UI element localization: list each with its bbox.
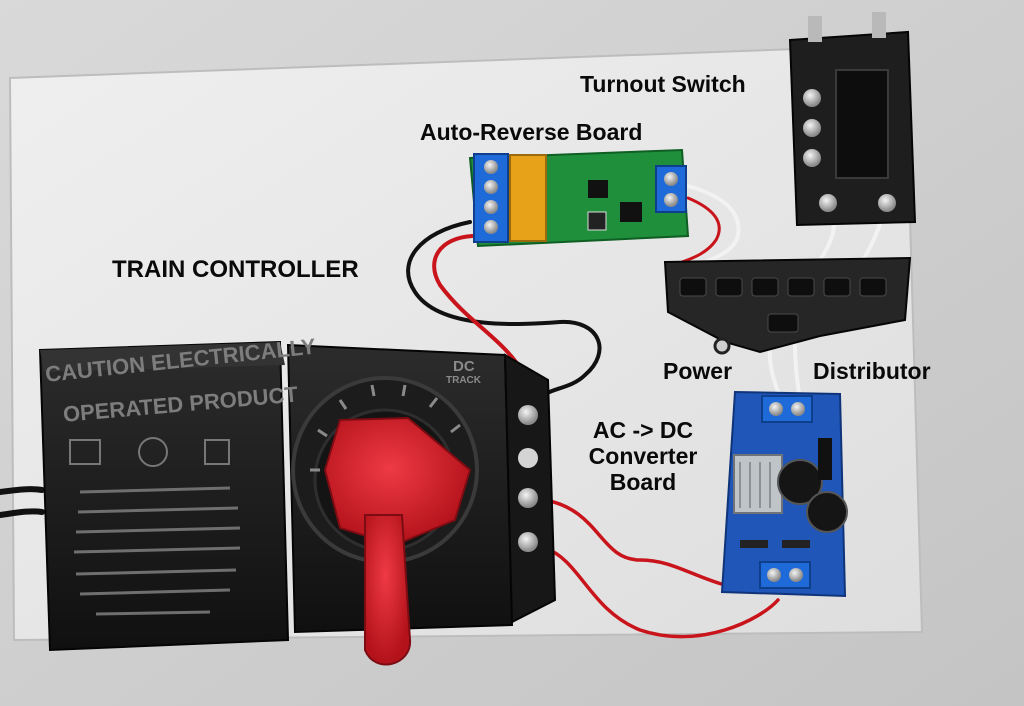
terminal-screw-2 — [518, 448, 538, 468]
autorev-relay — [509, 154, 547, 242]
acdc-pin-header — [818, 438, 832, 480]
acdc-heatsink-fins — [739, 462, 771, 508]
power-distributor — [663, 256, 912, 355]
wire-red-autorev-out — [680, 196, 721, 264]
acdc-terminal-screw-4 — [789, 568, 803, 582]
terminal-screw-1 — [518, 405, 538, 425]
controller-print-dc: DC — [453, 358, 475, 375]
acdc-terminal-screw-3 — [767, 568, 781, 582]
turnout-screw-3 — [803, 149, 821, 167]
autorev-terminal-screw-2 — [484, 180, 498, 194]
autorev-terminal-screw-3 — [484, 200, 498, 214]
throttle-knob — [323, 416, 472, 547]
acdc-terminal-screw-2 — [791, 402, 805, 416]
turnout-screw-2 — [803, 119, 821, 137]
autorev-pushbutton — [587, 211, 607, 231]
distributor-socket-2 — [715, 277, 743, 297]
controller-print-track: TRACK — [446, 375, 481, 386]
distributor-mount-hole — [713, 337, 731, 355]
train-controller — [38, 340, 557, 666]
acdc-converter-board — [720, 390, 848, 598]
autorev-regulator — [620, 202, 642, 222]
throttle-dial-ticks — [310, 384, 461, 472]
turnout-switch — [788, 12, 917, 227]
acdc-diode-1 — [740, 540, 768, 548]
autorev-terminal-screw-6 — [664, 193, 678, 207]
turnout-screw-1 — [803, 89, 821, 107]
controller-marking-csa — [138, 437, 168, 467]
power-cord — [0, 486, 45, 518]
turnout-screw-5 — [878, 194, 896, 212]
acdc-label-line-1: AC -> DC — [592, 417, 694, 443]
auto-reverse-board — [468, 148, 690, 248]
turnout-switch-tab-left — [808, 16, 822, 42]
turnout-switch-slider — [835, 69, 889, 179]
turnout-switch-label: Turnout Switch — [580, 71, 746, 97]
distributor-socket-6 — [859, 277, 887, 297]
turnout-screw-4 — [819, 194, 837, 212]
autorev-terminal-screw-4 — [484, 220, 498, 234]
power-label: Power — [663, 358, 733, 384]
acdc-heatsink — [733, 454, 783, 514]
controller-fine-print — [73, 486, 241, 616]
autorev-terminal-screw-5 — [664, 172, 678, 186]
autorev-chip — [588, 180, 608, 198]
wire-red-bottom-2 — [543, 546, 780, 639]
autorev-terminal-screw-1 — [484, 160, 498, 174]
distributor-socket-center — [767, 313, 799, 333]
acdc-capacitor-1 — [777, 459, 823, 505]
distributor-socket-1 — [679, 277, 707, 297]
acdc-diode-2 — [782, 540, 810, 548]
controller-transformer-top-edge — [40, 342, 285, 372]
train-controller-label: TRAIN CONTROLLER — [112, 256, 359, 283]
terminal-screw-4 — [518, 532, 538, 552]
auto-reverse-board-label: Auto-Reverse Board — [420, 119, 643, 145]
terminal-screw-3 — [518, 488, 538, 508]
wire-red-bottom-1 — [543, 498, 762, 594]
acdc-terminal-screw-1 — [769, 402, 783, 416]
turnout-switch-tab-right — [872, 12, 886, 38]
throttle-handle — [364, 514, 412, 666]
wire-black-autorev — [406, 220, 602, 402]
distributor-label: Distributor — [813, 358, 931, 384]
distributor-socket-5 — [823, 277, 851, 297]
controller-marking-ul — [69, 439, 101, 465]
distributor-socket-4 — [787, 277, 815, 297]
distributor-socket-3 — [751, 277, 779, 297]
controller-marking-box — [204, 439, 230, 465]
acdc-capacitor-2 — [806, 491, 848, 533]
acdc-label-line-3: Board — [609, 468, 677, 495]
acdc-converter-label: AC -> DC Converter Board — [588, 417, 698, 495]
acdc-label-line-2: Converter — [588, 442, 698, 469]
